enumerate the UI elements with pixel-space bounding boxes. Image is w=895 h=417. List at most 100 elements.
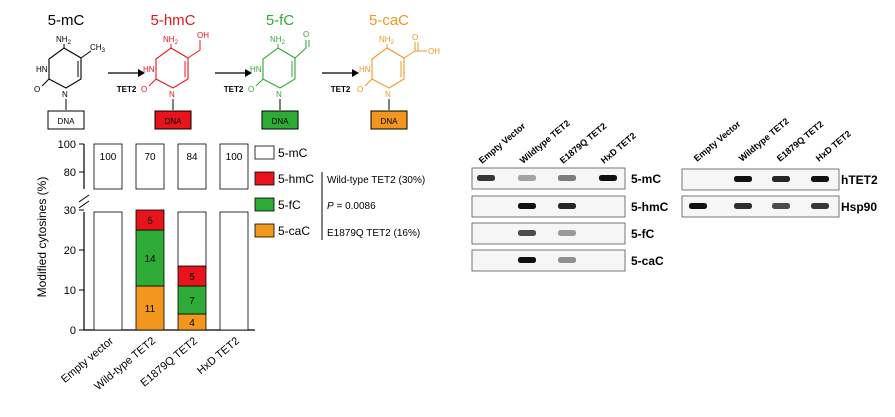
arrow-head (352, 69, 359, 77)
hn-label: HN (250, 65, 262, 74)
o-label: O (141, 85, 147, 94)
arrow-head (245, 69, 252, 77)
legend-label: 5-hmC (278, 172, 314, 186)
bar-value-label: 11 (145, 304, 156, 315)
bar-value-label: 5 (147, 216, 153, 227)
n-label: N (169, 90, 175, 99)
y-tick-label: 80 (64, 167, 76, 179)
carbonyl-bond (255, 78, 264, 87)
legend-swatch (254, 197, 275, 212)
blot-band (518, 175, 536, 181)
dna-label: DNA (58, 117, 76, 126)
methyl-bond (80, 50, 92, 59)
hydroxyl-label: OH (428, 47, 440, 56)
bar-segment-5mc-lower (219, 211, 249, 331)
carboxyl-bond (403, 50, 416, 59)
enzyme-label: TET2 (331, 85, 351, 94)
blot-strip (471, 195, 626, 218)
lane-label: HxD TET2 (814, 129, 853, 164)
ring-bond (262, 47, 296, 89)
blot-row-label: hTET2 (841, 173, 878, 187)
dna-label: DNA (165, 117, 183, 126)
blot-strip (471, 249, 626, 272)
bar-segment-5mc-upper (219, 143, 249, 190)
bar-segment-5mc-lower (93, 211, 123, 331)
legend-swatch (254, 171, 275, 186)
carbonyl-bond (41, 78, 50, 87)
compound-name: 5-hmC (150, 12, 195, 29)
hn-label: HN (143, 65, 155, 74)
o-label: O (34, 85, 40, 94)
blot-band (772, 203, 790, 209)
dna-label: DNA (381, 117, 399, 126)
axis-break-mark (78, 194, 90, 203)
bar-value-label: 5 (189, 272, 195, 283)
blot-band (772, 176, 790, 182)
amino-label: NH2 (163, 35, 179, 46)
compound-name: 5-caC (369, 12, 409, 29)
blot-row-label: 5-mC (631, 172, 661, 186)
enzyme-label: TET2 (117, 85, 137, 94)
blot-band (518, 257, 536, 263)
legend-label: 5-fC (278, 198, 301, 212)
legend-label: 5-caC (278, 224, 310, 238)
arrow-head (138, 69, 145, 77)
y-tick-label: 10 (64, 285, 76, 297)
hn-label: HN (359, 65, 371, 74)
amino-label: NH2 (379, 35, 395, 46)
bar-segment (135, 285, 165, 331)
annotation-mutant: E1879Q TET2 (16%) (327, 228, 420, 239)
legend-label: 5-mC (278, 146, 308, 160)
lane-label: HxD TET2 (599, 131, 638, 166)
lane-label: Empty Vector (692, 119, 743, 164)
blot-band (811, 176, 829, 182)
category-label: HxD TET2 (195, 335, 242, 377)
stacked-bar-chart: Modified cytosines (%)010203080100100Emp… (35, 139, 255, 393)
dna-box (261, 110, 299, 130)
blot-band (558, 230, 576, 236)
y-tick-label: 100 (58, 139, 76, 151)
bar-segment-5mc-upper (135, 143, 165, 190)
bar-top-label: 84 (186, 152, 198, 163)
dna-box (370, 110, 408, 130)
o-label: O (357, 85, 363, 94)
hydroxyl-label: OH (197, 31, 209, 40)
blot-row-label: 5-caC (631, 254, 664, 268)
oxo-label: O (303, 30, 309, 39)
bar-segment (135, 209, 165, 231)
blot-band (477, 175, 495, 181)
ring-bond (371, 47, 405, 89)
n-label: N (385, 90, 391, 99)
compound-name: 5-mC (48, 12, 85, 29)
legend-swatch (254, 145, 275, 160)
amino-label: NH2 (56, 35, 72, 46)
blot-band (518, 203, 536, 209)
bar-value-label: 7 (189, 296, 195, 307)
annotation-wt: Wild-type TET2 (30%) (327, 175, 425, 186)
blot-row-label: 5-fC (631, 227, 655, 241)
y-tick-label: 30 (64, 205, 76, 217)
blot-band (558, 203, 576, 209)
bar-top-label: 100 (100, 152, 117, 163)
dna-box (47, 110, 85, 130)
blot-strip (681, 168, 840, 191)
bar-value-label: 14 (144, 254, 156, 265)
formyl-bond (294, 40, 307, 59)
blot-row-label: Hsp90 (841, 200, 877, 214)
hydroxymethyl-bond (187, 40, 201, 59)
y-tick-label: 20 (64, 245, 76, 257)
bar-segment-5mc-lower (177, 211, 207, 267)
carbonyl-bond (364, 78, 373, 87)
blot-strip (471, 222, 626, 245)
bar-segment (177, 285, 207, 315)
oxo-label: O (412, 33, 418, 42)
blot-band (734, 203, 752, 209)
axis-break-mark (78, 200, 90, 209)
blot-band (689, 203, 707, 209)
n-label: N (62, 90, 68, 99)
y-tick-label: 0 (70, 325, 76, 337)
